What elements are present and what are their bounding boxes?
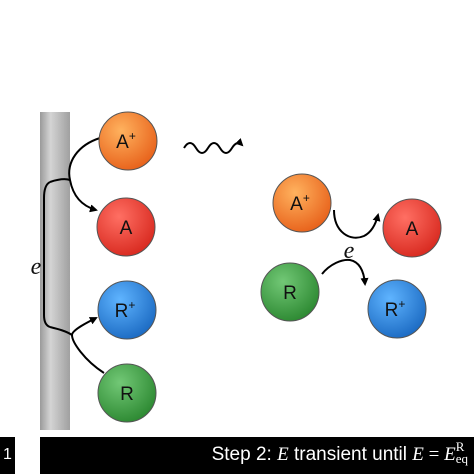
svg-text:A+: A+ (290, 191, 310, 215)
species-r-solution: R (260, 262, 320, 322)
species-a-solution: A (382, 198, 442, 258)
electron-path-top-link (49, 178, 71, 183)
electron-arrow-lower (70, 317, 105, 374)
svg-text:A+: A+ (116, 129, 136, 153)
caption-step: Step 2: (211, 444, 278, 465)
caption-sub: eq (455, 450, 468, 466)
electron-label-left: e (31, 254, 42, 280)
electron-arrow-upper (68, 137, 101, 213)
svg-text:R: R (283, 283, 297, 304)
svg-text:R+: R+ (115, 298, 136, 322)
svg-text:A: A (406, 219, 419, 240)
caption-var-eeq: E (444, 444, 456, 465)
electron-path-bottom-link (49, 326, 73, 336)
left-caption-bar: 1 (0, 437, 15, 474)
species-a-electrode: A (96, 197, 156, 257)
caption-equals: = (423, 444, 445, 465)
caption-middle: transient until (288, 444, 413, 465)
electron-label-right: e (344, 238, 355, 264)
caption-var-e: E (277, 444, 289, 465)
svg-text:A: A (120, 218, 133, 239)
caption-sup: R (455, 438, 465, 454)
caption-var-e2: E (412, 444, 424, 465)
species-a-plus-electrode: A+ (98, 111, 158, 171)
species-r-electrode: R (97, 363, 157, 423)
svg-text:R: R (120, 384, 134, 405)
electron-path-left (43, 181, 51, 328)
svg-text:R+: R+ (385, 297, 406, 321)
species-r-plus-electrode: R+ (97, 280, 157, 340)
left-caption-text: 1 (3, 446, 12, 463)
wavy-arrow (183, 137, 244, 154)
species-a-plus-solution: A+ (272, 173, 332, 233)
species-r-plus-solution: R+ (367, 279, 427, 339)
transfer-arrow-upper (333, 209, 381, 239)
transfer-arrow-lower (321, 258, 369, 286)
